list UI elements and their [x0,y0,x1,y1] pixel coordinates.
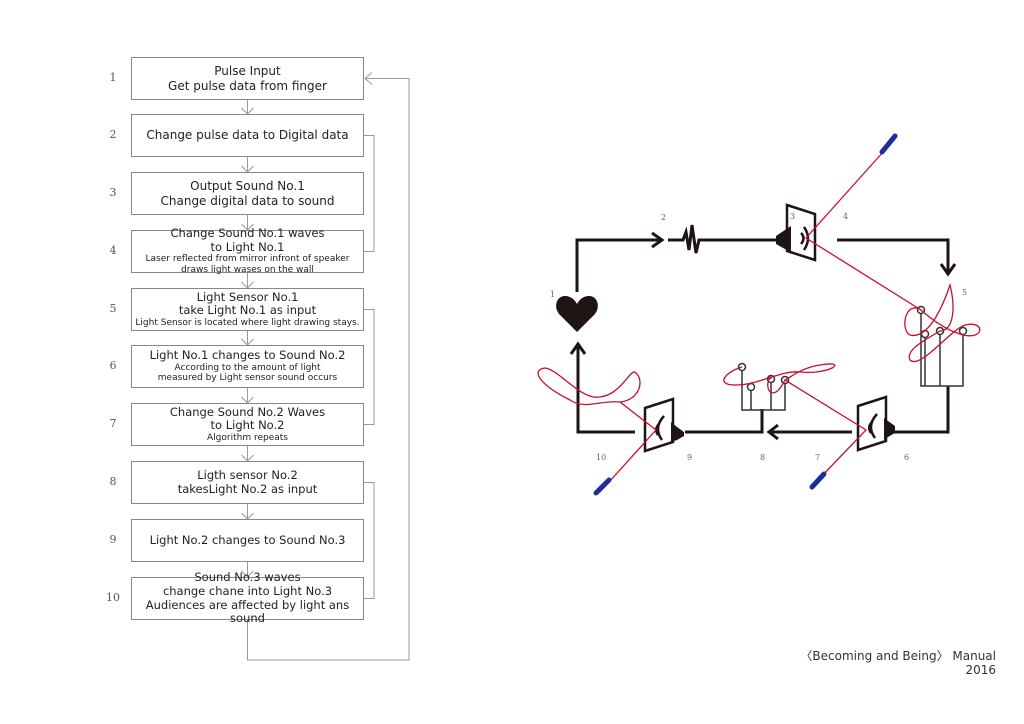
flow-step-text: Change digital data to sound [160,193,335,208]
flow-step-text: Change pulse data to Digital data [146,128,349,143]
flow-line-speaker-to-sensor1 [837,238,950,272]
flow-step-text: Ligth sensor No.2 [197,467,298,482]
flow-step-text: Sound No.3 waves [194,570,301,585]
manual-title: 〈Becoming and Being〉 Manual [800,649,996,663]
step-number: 9 [109,532,117,546]
arrow-head-right [651,231,665,249]
step-number: 2 [109,127,117,141]
flow-step-text: draws light wases on the wall [181,265,314,276]
step-number: 7 [109,416,117,430]
arrow-head-up [569,341,587,355]
flow-line-sensor2-to-speaker3 [685,409,764,434]
diagram-label: 9 [687,453,693,462]
flow-step-text: Pulse Input [214,64,281,79]
arrow-head-down [939,263,957,277]
diagram-label: 2 [661,213,667,222]
diagram-label: 5 [962,288,968,297]
heart-icon [556,296,598,332]
arrow-head-left [364,72,373,85]
flow-step-text: to Light No.2 [210,418,285,433]
arrow-head-left [766,423,779,441]
flow-step-text: to Light No.1 [210,239,285,254]
diagram-label: 8 [760,453,766,462]
light-drawing-1 [904,282,981,363]
flow-step-text: change chane into Light No.3 [162,583,333,598]
laser-pointer-icon [593,477,612,496]
flow-step-text: Light Sensor is located where light draw… [135,317,360,328]
group-bracket [364,309,375,425]
diagram-label: 4 [843,212,849,221]
flow-line-pulse-to-speaker [668,224,778,254]
group-bracket [364,135,375,252]
step-number: 6 [109,358,117,372]
flow-step-text: takesLight No.2 as input [177,481,318,496]
step-number: 5 [109,301,117,315]
laser-beam-2 [784,379,868,483]
flow-step-box: Change pulse data to Digital data [131,114,364,157]
diagram-label: 10 [596,453,607,462]
flow-step-text: According to the amount of light [174,362,321,373]
loop-back-connector [247,78,410,661]
flow-step-text: Get pulse data from finger [168,78,327,93]
light-drawing-2 [723,363,836,394]
laser-beam-3 [599,401,657,493]
light-drawing-3 [537,367,641,406]
footer: 〈Becoming and Being〉 Manual 2016 [800,649,996,678]
speaker-icon [856,395,895,452]
flow-step-text: Light Sensor No.1 [196,289,299,304]
diagram-label: 1 [550,290,556,299]
flow-step-box: Light No.2 changes to Sound No.3 [131,519,364,562]
speaker-icon [776,203,817,262]
flow-line-sensor1-to-speaker2 [893,386,950,434]
diagram-label: 7 [815,453,821,462]
laser-pointer-icon [809,471,827,490]
flow-step-text: take Light No.1 as input [178,303,317,318]
light-sensor-icon [916,305,968,387]
laser-beam-1 [805,150,922,311]
flow-step-text: Change Sound No.1 waves [170,226,325,241]
diagram-label: 6 [904,453,910,462]
flow-step-text: Change Sound No.2 Waves [169,404,326,419]
flow-step-text: Light No.1 changes to Sound No.2 [149,348,346,363]
flow-step-text: Audiences are affected by light ans soun… [145,597,350,626]
flow-step-text: measured by Light sensor sound occurs [157,373,338,384]
flow-line-speaker3-to-heart [576,345,635,434]
step-number: 10 [106,590,120,604]
manual-year: 2016 [965,662,996,677]
step-number: 4 [109,243,117,257]
flow-step-text: Light No.2 changes to Sound No.3 [149,532,346,547]
laser-pointer-icon [879,133,898,155]
speaker-icon [643,397,684,453]
flow-step-text: Laser reflected from mirror infront of s… [145,254,350,265]
flow-line-heart-to-pulse [575,238,660,292]
step-number: 1 [109,70,117,84]
diagram-label: 3 [790,212,796,221]
group-bracket [364,482,375,599]
step-number: 8 [109,474,117,488]
step-number: 3 [109,185,117,199]
flow-step-text: Output Sound No.1 [190,179,305,194]
flow-step-text: Algorithm repeats [207,432,288,443]
